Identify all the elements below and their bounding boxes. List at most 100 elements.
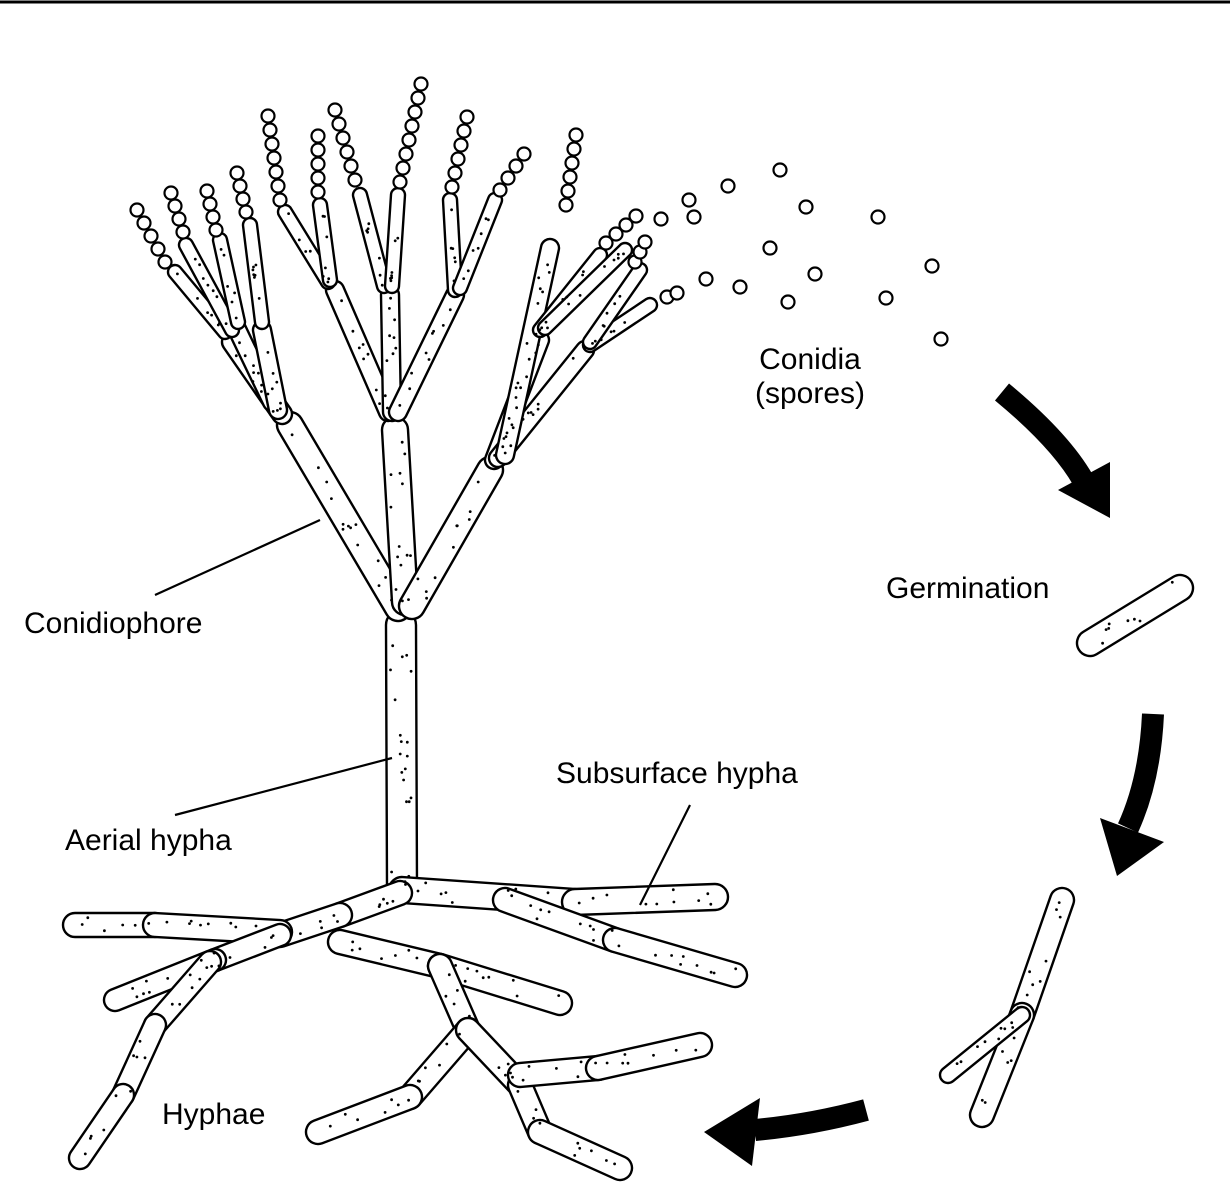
- conidium-chain-spore: [392, 174, 408, 190]
- conidium-chain-spore: [444, 179, 460, 195]
- conidium-chain-spore: [331, 116, 347, 132]
- conidium-chain-spore: [129, 202, 145, 218]
- arrow-conidia-to-germination: [994, 383, 1110, 518]
- hyphae-network: [61, 186, 1195, 1182]
- cytoplasm-stipple: [80, 208, 1174, 1166]
- conidium-chain-spore: [492, 182, 508, 198]
- subsurface-hypha: [584, 1031, 714, 1082]
- conidium-chain-spore: [562, 169, 578, 185]
- conidium-chain-spore: [564, 155, 580, 171]
- conidium-chain-spore: [404, 118, 420, 134]
- germ-tube: [1075, 573, 1195, 658]
- conidiophore-leader-line: [154, 518, 321, 597]
- conidium-chain-spore: [235, 191, 251, 207]
- conidium-chain-spore: [264, 136, 280, 152]
- conidium-chain-spore: [566, 141, 582, 157]
- subsurface-hypha-leader-line: [639, 804, 691, 906]
- arrow-germination-to-growth: [1100, 713, 1164, 876]
- dispersed-conidium: [780, 294, 796, 310]
- conidium-chain-spore: [272, 192, 288, 208]
- conidium-chain-spore: [310, 142, 326, 158]
- aerial-hypha-label: Aerial hypha: [65, 824, 232, 857]
- phialide: [536, 241, 634, 337]
- conidium-chain-spore: [335, 130, 351, 146]
- conidium-chain-spore: [459, 109, 475, 125]
- conidium-chain-spore: [407, 104, 423, 120]
- conidium-chain-spore: [618, 217, 634, 233]
- conidium-chain-spore: [568, 127, 584, 143]
- dispersed-conidium: [686, 209, 702, 225]
- conidium-chain-spore: [143, 228, 159, 244]
- conidium-chain-spore: [447, 165, 463, 181]
- conidia-label-title: Conidia: [759, 343, 861, 376]
- conidium-chain-spore: [560, 183, 576, 199]
- aerial-hypha-leader-line: [174, 756, 393, 817]
- conidium-chain-spore: [262, 122, 278, 138]
- dispersed-conidium: [870, 209, 886, 225]
- conidium-chain-spore: [395, 160, 411, 176]
- conidium-chain-spore: [163, 185, 179, 201]
- subsurface-hypha: [67, 1082, 136, 1171]
- conidium-chain-spore: [516, 146, 532, 162]
- conidium-chain-spore: [260, 108, 276, 124]
- conidium-chain-spore: [339, 144, 355, 160]
- subsurface-hypha: [526, 1118, 634, 1182]
- dispersed-conidium: [807, 266, 823, 282]
- conidium-chain-spore: [136, 215, 152, 231]
- conidium-chain-spore: [310, 184, 326, 200]
- arrow-growth-to-hyphae: [704, 1098, 869, 1166]
- conidium-chain-spore: [500, 170, 516, 186]
- conidium-chain-spore: [327, 102, 343, 118]
- subsurface-hypha-label: Subsurface hypha: [556, 757, 798, 790]
- conidium-chain-spore: [268, 164, 284, 180]
- young-hypha: [968, 1001, 1036, 1129]
- conidium-chain-spore: [413, 76, 429, 92]
- dispersed-conidium: [798, 199, 814, 215]
- conidium-chain-spore: [150, 241, 166, 257]
- germination-label: Germination: [886, 572, 1050, 605]
- conidium-chain-spore: [157, 254, 173, 270]
- conidium-chain-spore: [270, 178, 286, 194]
- phialide: [241, 216, 271, 331]
- conidium-chain-spore: [205, 209, 221, 225]
- aerial-hypha: [384, 608, 419, 905]
- conidium-chain-spore: [456, 123, 472, 139]
- conidium-chain-spore: [175, 224, 191, 240]
- dispersed-conidium: [720, 178, 736, 194]
- conidia-spores: [129, 76, 949, 347]
- dispersed-conidium: [924, 258, 940, 274]
- subsurface-hypha: [560, 882, 730, 917]
- conidia-label-subtitle: (spores): [754, 377, 866, 410]
- dispersed-conidium: [878, 290, 894, 306]
- dispersed-conidium: [772, 162, 788, 178]
- subsurface-hypha: [304, 1083, 424, 1146]
- conidium-chain-spore: [229, 165, 245, 181]
- phialide: [351, 186, 393, 295]
- conidium-chain-spore: [208, 222, 224, 238]
- conidium-chain-spore: [347, 172, 363, 188]
- conidium-chain-spore: [199, 183, 215, 199]
- conidium-chain-spore: [232, 178, 248, 194]
- conidium-chain-spore: [401, 132, 417, 148]
- conidium-chain-spore: [202, 196, 218, 212]
- conidia-label: Conidia (spores): [745, 343, 875, 411]
- conidium-chain-spore: [637, 234, 653, 250]
- conidium-chain-spore: [398, 146, 414, 162]
- conidium-chain-spore: [453, 137, 469, 153]
- dispersed-conidium: [933, 331, 949, 347]
- conidium-chain-spore: [167, 198, 183, 214]
- dispersed-conidium: [732, 279, 748, 295]
- conidium-chain-spore: [266, 150, 282, 166]
- conidiophore-label: Conidiophore: [24, 607, 203, 640]
- hyphae-label: Hyphae: [162, 1098, 266, 1131]
- conidium-chain-spore: [343, 158, 359, 174]
- conidium-chain-spore: [310, 156, 326, 172]
- dispersed-conidium: [653, 211, 669, 227]
- conidium-chain-spore: [558, 197, 574, 213]
- subsurface-hypha: [601, 926, 749, 989]
- conidium-chain-spore: [628, 208, 644, 224]
- conidium-chain-spore: [238, 204, 254, 220]
- conidium-chain-spore: [310, 128, 326, 144]
